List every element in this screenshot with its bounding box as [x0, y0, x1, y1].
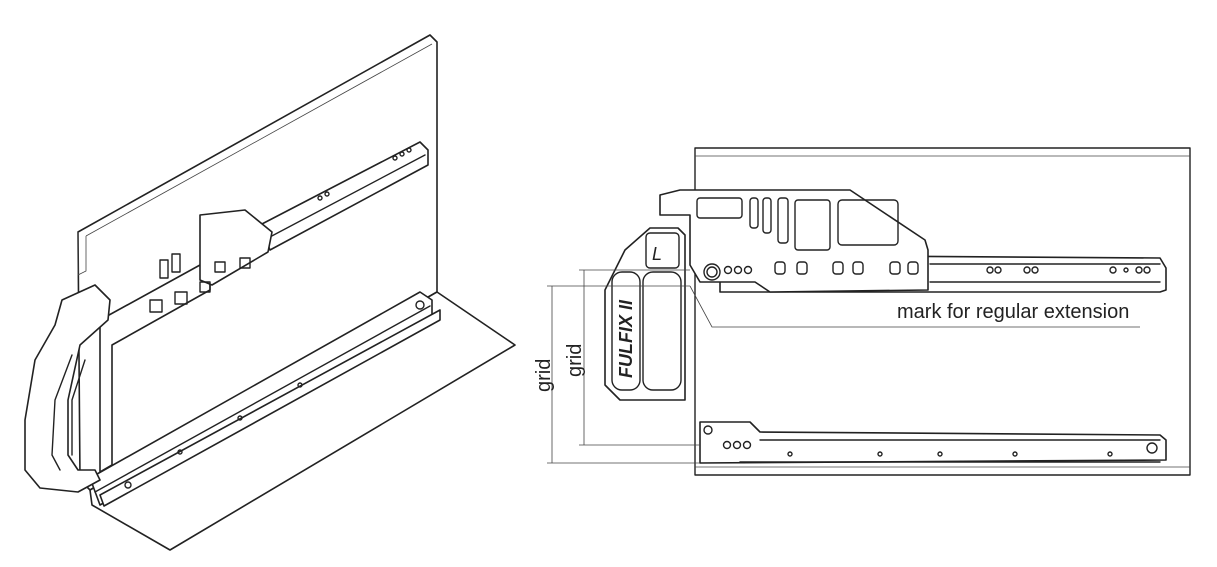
handle-brand-label: FULFIX II	[616, 299, 636, 378]
dimension-label-grid-outer: grid	[533, 359, 555, 392]
front-drawer-view: L FULFIX II grid grid mark for regular e…	[533, 147, 1191, 476]
side-panel-outline	[694, 147, 1191, 476]
lower-rail	[89, 291, 433, 506]
lower-rail	[699, 421, 1167, 464]
dimension-lines	[547, 269, 1140, 464]
regular-extension-mark-label: mark for regular extension	[897, 301, 1129, 323]
handle-side-label: L	[652, 244, 662, 264]
fulfix-handle	[604, 227, 686, 401]
handle-top-body	[659, 189, 929, 293]
fulfix-handle	[24, 284, 111, 493]
dimension-label-grid-inner: grid	[564, 344, 586, 377]
isometric-drawer-view	[24, 34, 516, 551]
